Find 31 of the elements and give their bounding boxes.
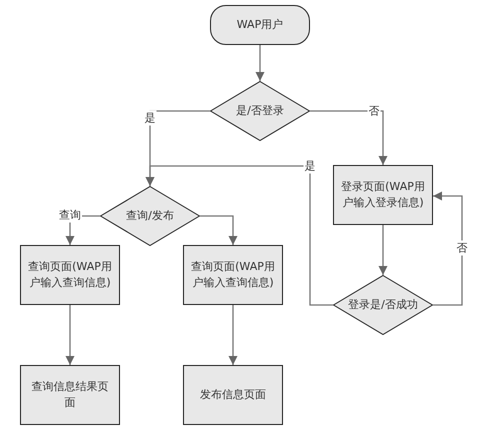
node-text: WAP用户 xyxy=(236,16,284,33)
process-box xyxy=(333,165,433,225)
node-text: 登录是/否成功 xyxy=(347,296,419,313)
edge-label: 否 xyxy=(368,104,380,118)
node-text: 登录页面(WAP用户输入登录信息) xyxy=(340,178,426,211)
node-text: 是/否登录 xyxy=(235,102,285,119)
edge-label: 查询 xyxy=(58,208,82,222)
process-box xyxy=(20,365,120,425)
process-box xyxy=(183,245,283,305)
node-text: 查询页面(WAP用户输入查询信息) xyxy=(27,258,113,291)
edge-label: 是 xyxy=(304,158,316,174)
start-terminal xyxy=(210,5,310,45)
arrow xyxy=(66,305,74,365)
arrow xyxy=(310,110,388,165)
arrow xyxy=(146,165,333,306)
decision-diamond xyxy=(333,275,433,335)
edge-label: 否 xyxy=(456,240,468,256)
arrow xyxy=(378,225,388,275)
process-box xyxy=(20,245,120,305)
arrow xyxy=(256,45,264,81)
process-box xyxy=(183,365,283,425)
node-text: 发布信息页面 xyxy=(199,386,267,403)
node-text: 查询信息结果页面 xyxy=(30,378,110,411)
arrow xyxy=(228,305,238,365)
decision-diamond xyxy=(100,186,200,246)
edge-label: 是 xyxy=(144,110,156,126)
decision-diamond xyxy=(210,81,310,141)
arrow xyxy=(433,192,463,306)
node-text: 查询页面(WAP用户输入查询信息) xyxy=(190,258,276,291)
arrow xyxy=(200,215,238,245)
node-text: 查询/发布 xyxy=(125,208,175,224)
